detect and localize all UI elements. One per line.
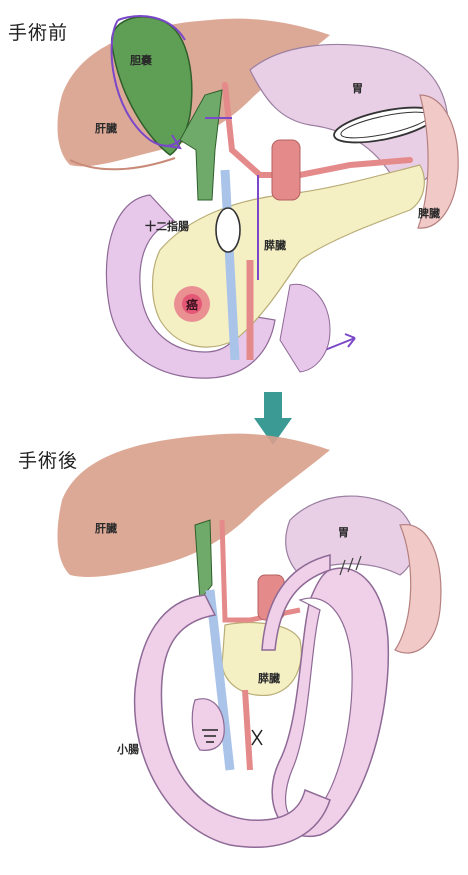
label-liver-before: 肝臓 (95, 120, 117, 136)
label-liver-after: 肝臓 (95, 520, 117, 536)
label-stomach-after: 胃 (338, 524, 349, 540)
label-stomach-before: 胃 (352, 80, 363, 96)
before-title: 手術前 (8, 18, 68, 45)
after-surgery-illustration (57, 434, 440, 848)
label-spleen: 脾臓 (418, 205, 440, 221)
after-title: 手術後 (18, 446, 78, 473)
bile-duct-after (195, 520, 212, 600)
stomach-after (286, 496, 415, 575)
before-surgery-illustration (57, 16, 458, 378)
label-cancer: 癌 (186, 296, 198, 313)
label-pancreas-after: 膵臓 (258, 670, 280, 686)
label-duodenum: 十二指腸 (145, 218, 189, 234)
label-gallbladder: 胆嚢 (130, 52, 152, 68)
label-pancreas-before: 膵臓 (264, 237, 286, 253)
label-small-intestine: 小腸 (117, 741, 139, 757)
